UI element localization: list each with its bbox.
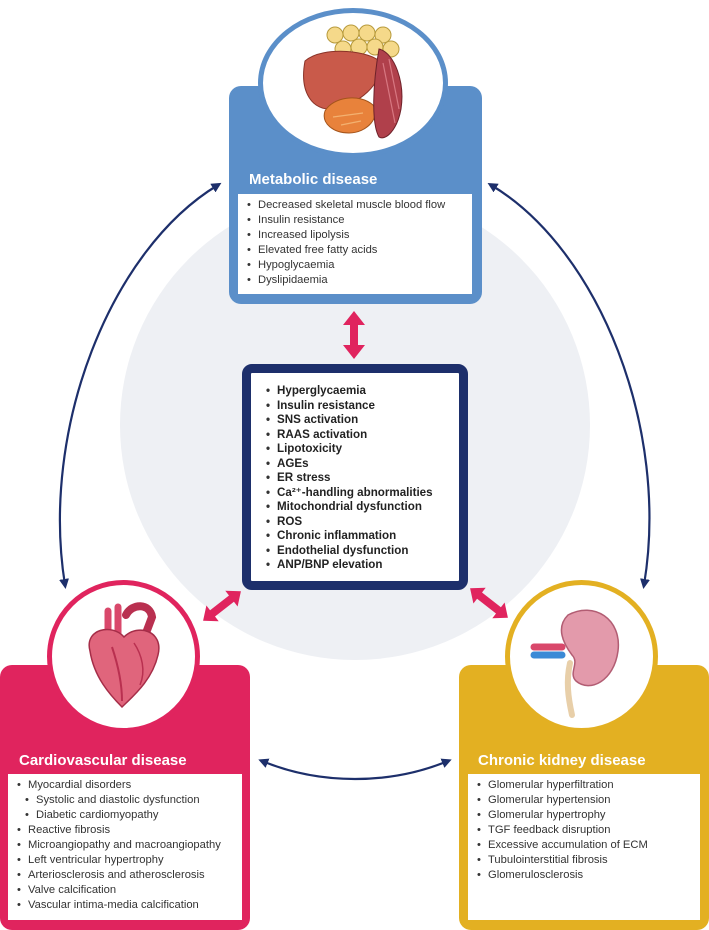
list-item: Decreased skeletal muscle blood flow bbox=[246, 198, 466, 213]
arrow-cardiovascular-kidney bbox=[258, 758, 452, 781]
chronic-kidney-disease-list: Glomerular hyperfiltration Glomerular hy… bbox=[468, 774, 700, 920]
list-item: Hyperglycaemia bbox=[265, 384, 449, 399]
cardiovascular-disease-title: Cardiovascular disease bbox=[19, 752, 187, 769]
list-item: Arteriosclerosis and atherosclerosis bbox=[16, 868, 236, 883]
list-item: AGEs bbox=[265, 457, 449, 472]
list-item: RAAS activation bbox=[265, 428, 449, 443]
list-item: Myocardial disorders bbox=[16, 778, 236, 793]
metabolic-disease-title: Metabolic disease bbox=[249, 171, 378, 188]
list-item: Ca²⁺-handling abnormalities bbox=[265, 486, 449, 501]
list-item: Elevated free fatty acids bbox=[246, 243, 466, 258]
list-item: ROS bbox=[265, 515, 449, 530]
list-item: TGF feedback disruption bbox=[476, 823, 694, 838]
list-item: Glomerular hypertrophy bbox=[476, 808, 694, 823]
arrow-central-cardiovascular bbox=[203, 590, 241, 622]
list-item: Glomerular hyperfiltration bbox=[476, 778, 694, 793]
list-item: Valve calcification bbox=[16, 883, 236, 898]
arrow-central-metabolic bbox=[343, 311, 365, 359]
list-item: Hypoglycaemia bbox=[246, 258, 466, 273]
organs-icon bbox=[258, 8, 448, 158]
list-item: Systolic and diastolic dysfunction bbox=[16, 793, 236, 808]
shared-mechanisms-box: Hyperglycaemia Insulin resistance SNS ac… bbox=[242, 364, 468, 590]
chronic-kidney-disease-title: Chronic kidney disease bbox=[478, 752, 646, 769]
list-item: Left ventricular hypertrophy bbox=[16, 853, 236, 868]
list-item: Reactive fibrosis bbox=[16, 823, 236, 838]
list-item: Insulin resistance bbox=[246, 213, 466, 228]
list-item: Glomerular hypertension bbox=[476, 793, 694, 808]
cardiovascular-disease-list: Myocardial disorders Systolic and diasto… bbox=[8, 774, 242, 920]
list-item: ANP/BNP elevation bbox=[265, 558, 449, 573]
arrow-central-kidney bbox=[470, 587, 508, 619]
list-item: ER stress bbox=[265, 471, 449, 486]
kidney-icon bbox=[505, 580, 658, 733]
list-item: Tubulointerstitial fibrosis bbox=[476, 853, 694, 868]
list-item: Excessive accumulation of ECM bbox=[476, 838, 694, 853]
arrow-metabolic-kidney bbox=[487, 182, 651, 589]
list-item: Dyslipidaemia bbox=[246, 273, 466, 288]
arrow-metabolic-cardiovascular bbox=[58, 182, 222, 589]
list-item: Microangiopathy and macroangiopathy bbox=[16, 838, 236, 853]
list-item: SNS activation bbox=[265, 413, 449, 428]
heart-icon bbox=[47, 580, 200, 733]
list-item: Glomerulosclerosis bbox=[476, 868, 694, 883]
list-item: Lipotoxicity bbox=[265, 442, 449, 457]
list-item: Vascular intima-media calcification bbox=[16, 898, 236, 913]
metabolic-disease-list: Decreased skeletal muscle blood flow Ins… bbox=[238, 194, 472, 294]
list-item: Increased lipolysis bbox=[246, 228, 466, 243]
list-item: Mitochondrial dysfunction bbox=[265, 500, 449, 515]
list-item: Insulin resistance bbox=[265, 399, 449, 414]
list-item: Diabetic cardiomyopathy bbox=[16, 808, 236, 823]
list-item: Endothelial dysfunction bbox=[265, 544, 449, 559]
list-item: Chronic inflammation bbox=[265, 529, 449, 544]
